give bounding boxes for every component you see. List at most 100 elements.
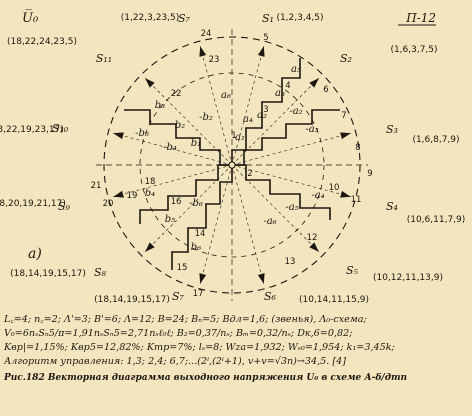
slot-set-Si: (18,14,19,15,17) [10,269,86,279]
slot-set-Se: (10,6,11,7,9) [407,215,466,225]
phase-label-21: -b₆ [189,198,203,209]
node-number-5: 5 [263,33,268,43]
slot-label-Sb: S₁ [262,12,274,25]
part-label: а) [28,246,42,262]
phase-label-1: a₁ [235,132,245,143]
node-number-4: 4 [285,81,290,91]
node-number-19: 19 [127,191,138,201]
node-number-13: 13 [285,257,296,267]
node-number-21: 21 [91,181,102,191]
slot-label-Sl: S₁₁ [96,52,112,65]
node-number-8: 8 [355,143,360,153]
slot-label-Sk: S₁₀ [52,122,69,135]
slot-label-Se: S₄ [386,200,398,213]
node-number-18: 18 [145,177,156,187]
slot-label-Sh: S₇ [172,290,185,303]
node-number-10: 10 [329,183,340,193]
phase-label-3: a₃ [275,88,285,99]
footer-line-4: Алгоритм управления: 1,3; 2,4; 6,7;...(2… [4,356,346,367]
phase-label-20: -b₅ [135,128,149,139]
phase-label-10: -a₅ [285,202,298,213]
slot-set-Sb: (1,2,3,4,5) [276,13,323,23]
node-number-17: 17 [193,289,204,299]
figure-caption: Рис.182 Векторная диаграмма выходного на… [4,373,408,383]
vector-diagram: S₇ (1,22,3,23,5) S₁(1,2,3,4,5) S₂ (1,6,3,7,5… [0,10,466,305]
slot-ray-11 [113,132,233,166]
voltage-symbol: U̅₀ [22,10,39,26]
phase-label-5: a₅ [291,64,301,75]
slot-ray-8 [199,164,233,284]
node-number-12: 12 [307,233,318,243]
slot-ray-2 [231,46,265,166]
node-number-6: 6 [323,85,328,95]
phase-label-11: -a₆ [263,216,276,227]
slot-ray-10 [113,164,233,198]
slot-set-Sk: (18,22,19,23,17) [0,125,64,135]
slot-arrowhead-11 [113,132,124,140]
figure-code: П-12 [405,11,436,25]
slot-set-Sc: (1,6,3,7,5) [390,45,437,55]
slot-ray-7 [231,164,265,284]
phase-label-2: a₂ [257,110,267,121]
phase-label-15: b₄ [145,188,155,199]
phase-label-18: -b₂ [199,112,213,123]
phasor-chain-6 [139,164,232,224]
slot-label-Sd: S₃ [386,123,398,136]
slot-ray-4 [231,132,351,166]
node-number-3: 3 [263,105,268,115]
slot-arrowhead-12 [145,78,155,88]
node-number-16: 16 [171,197,182,207]
node-number-1: 1 [231,131,236,141]
phase-label-16: b₅ [165,214,175,225]
node-number-15: 15 [177,263,188,273]
phase-label-17: b₆ [191,242,201,253]
slot-ray-12 [144,77,233,166]
phase-label-13: b₂ [175,120,185,131]
phasor-chain-2 [232,109,340,166]
slot-set-Sa: (1,22,3,23,5) [121,13,180,23]
phasor-chain-3 [232,164,331,220]
origin-node [228,161,236,169]
footer-line-3: Kвр|=1,15%; Kвр5=12,82%; Kтр=7%; lₛ=8; W… [4,342,395,353]
node-number-11: 11 [351,195,362,205]
slot-label-Sc: S₂ [340,52,352,65]
slot-arrowhead-3 [309,78,319,88]
phase-label-8: -a₃ [305,124,318,135]
slot-label-Sj: S₉ [58,200,71,213]
slot-arrowhead-7 [257,273,265,284]
slot-arrowhead-8 [199,273,207,284]
phasor-chain-4 [171,165,233,270]
slot-set-Sd: (1,6,8,7,9) [412,135,459,145]
slot-set-Sl: (18,22,24,23,5) [7,37,77,47]
slot-arrowhead-10 [113,190,124,198]
footer-line-2: V₀=6nₛSₙ5/π=1,91nₛSₙ5=2,71nₛℓ₀ℓ; B₂=0,37… [4,328,353,339]
slot-arrowhead-1 [199,46,207,57]
node-number-24: 24 [201,29,212,39]
footer-line-1: L꜀=4; n꜀=2; Λ'=3; B'=6; Λ=12; B=24; Bₙ=5… [4,314,367,325]
phase-label-4: a₄ [243,114,253,125]
phasor-chain-1 [231,58,301,165]
slot-arrowhead-5 [340,190,351,198]
node-number-14: 14 [195,229,206,239]
node-number-7: 7 [341,111,346,121]
slot-arrowhead-9 [145,242,155,252]
phase-label-6: a₆ [221,90,231,101]
slot-arrowhead-4 [340,132,351,140]
slot-arrowhead-6 [309,242,319,252]
slot-set-Sj: (18,20,19,21,17) [0,199,66,209]
node-number-23: 23 [209,55,220,65]
phase-label-9: -a₄ [311,190,324,201]
slot-arrowhead-2 [257,46,265,57]
slot-label-Sf: S₅ [346,264,359,277]
node-number-2: 2 [247,169,252,179]
slot-label-Si: S₈ [94,266,107,279]
slot-label-Sg: S₆ [264,290,277,303]
slot-ray-5 [231,164,351,198]
slot-set-Sh: (18,14,19,15,17) [94,295,170,305]
node-number-20: 20 [103,199,114,209]
phase-label-7: -a₂ [289,106,302,117]
slot-set-Sf: (10,12,11,13,9) [373,273,443,283]
slot-ray-1 [199,46,233,166]
phase-label-12: b₁ [191,138,201,149]
